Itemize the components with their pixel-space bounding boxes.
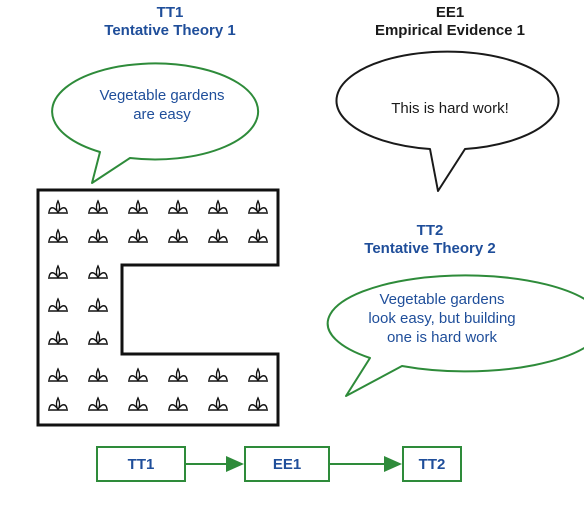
tt1-bubble-line-2: are easy xyxy=(133,106,191,123)
plant-sprout-icon xyxy=(88,297,108,312)
flow-box-ee1: EE1 xyxy=(244,446,330,482)
tt1-heading: TT1 Tentative Theory 1 xyxy=(70,4,270,40)
tt2-code: TT2 xyxy=(416,222,444,239)
plant-sprout-icon xyxy=(168,396,188,411)
plant-sprout-icon xyxy=(128,199,148,214)
plant-sprout-icon xyxy=(48,330,68,345)
flow-label-tt2: TT2 xyxy=(418,455,446,473)
plant-sprout-icon xyxy=(248,367,268,382)
garden-outline xyxy=(36,188,280,427)
plant-sprout-icon xyxy=(128,228,148,243)
plant-sprout-icon xyxy=(208,199,228,214)
tt2-bubble-text: Vegetable gardens look easy, but buildin… xyxy=(312,290,572,347)
plant-sprout-icon xyxy=(208,228,228,243)
ee1-speech-bubble xyxy=(335,50,560,192)
tt1-code: TT1 xyxy=(156,4,184,21)
plant-sprout-icon xyxy=(88,199,108,214)
plant-sprout-icon xyxy=(88,396,108,411)
tt2-bubble-line-3: one is hard work xyxy=(386,329,498,346)
flow-label-ee1: EE1 xyxy=(272,455,302,473)
plant-sprout-icon xyxy=(88,228,108,243)
tt2-speech-bubble xyxy=(326,274,584,397)
plant-sprout-icon xyxy=(48,264,68,279)
flow-label-tt1: TT1 xyxy=(127,455,155,473)
plant-sprout-icon xyxy=(208,396,228,411)
plant-sprout-icon xyxy=(48,297,68,312)
plant-sprout-icon xyxy=(208,367,228,382)
plant-sprout-icon xyxy=(48,367,68,382)
tt1-bubble-line-1: Vegetable gardens xyxy=(99,87,225,104)
plant-sprout-icon xyxy=(248,228,268,243)
plant-sprout-icon xyxy=(128,367,148,382)
plant-sprout-icon xyxy=(48,199,68,214)
garden-plants xyxy=(48,199,268,411)
plant-sprout-icon xyxy=(168,228,188,243)
tt2-heading: TT2 Tentative Theory 2 xyxy=(330,222,530,258)
plant-sprout-icon xyxy=(88,367,108,382)
tt1-speech-bubble xyxy=(51,62,260,184)
tt2-bubble-line-2: look easy, but building xyxy=(368,310,516,327)
ee1-bubble-line-1: This is hard work! xyxy=(391,100,509,117)
tt2-title: Tentative Theory 2 xyxy=(364,240,496,257)
tt1-title: Tentative Theory 1 xyxy=(104,22,236,39)
ee1-heading: EE1 Empirical Evidence 1 xyxy=(340,4,560,40)
plant-sprout-icon xyxy=(248,396,268,411)
plant-sprout-icon xyxy=(48,228,68,243)
ee1-code: EE1 xyxy=(435,4,465,21)
plant-sprout-icon xyxy=(88,264,108,279)
ee1-bubble-text: This is hard work! xyxy=(350,99,550,118)
plant-sprout-icon xyxy=(88,330,108,345)
ee1-title: Empirical Evidence 1 xyxy=(374,22,526,39)
plant-sprout-icon xyxy=(248,199,268,214)
plant-sprout-icon xyxy=(48,396,68,411)
tt1-bubble-text: Vegetable gardens are easy xyxy=(62,86,262,124)
flow-box-tt2: TT2 xyxy=(402,446,462,482)
plant-sprout-icon xyxy=(128,396,148,411)
plant-sprout-icon xyxy=(168,199,188,214)
tt2-bubble-line-1: Vegetable gardens xyxy=(379,291,505,308)
plant-sprout-icon xyxy=(168,367,188,382)
flow-box-tt1: TT1 xyxy=(96,446,186,482)
